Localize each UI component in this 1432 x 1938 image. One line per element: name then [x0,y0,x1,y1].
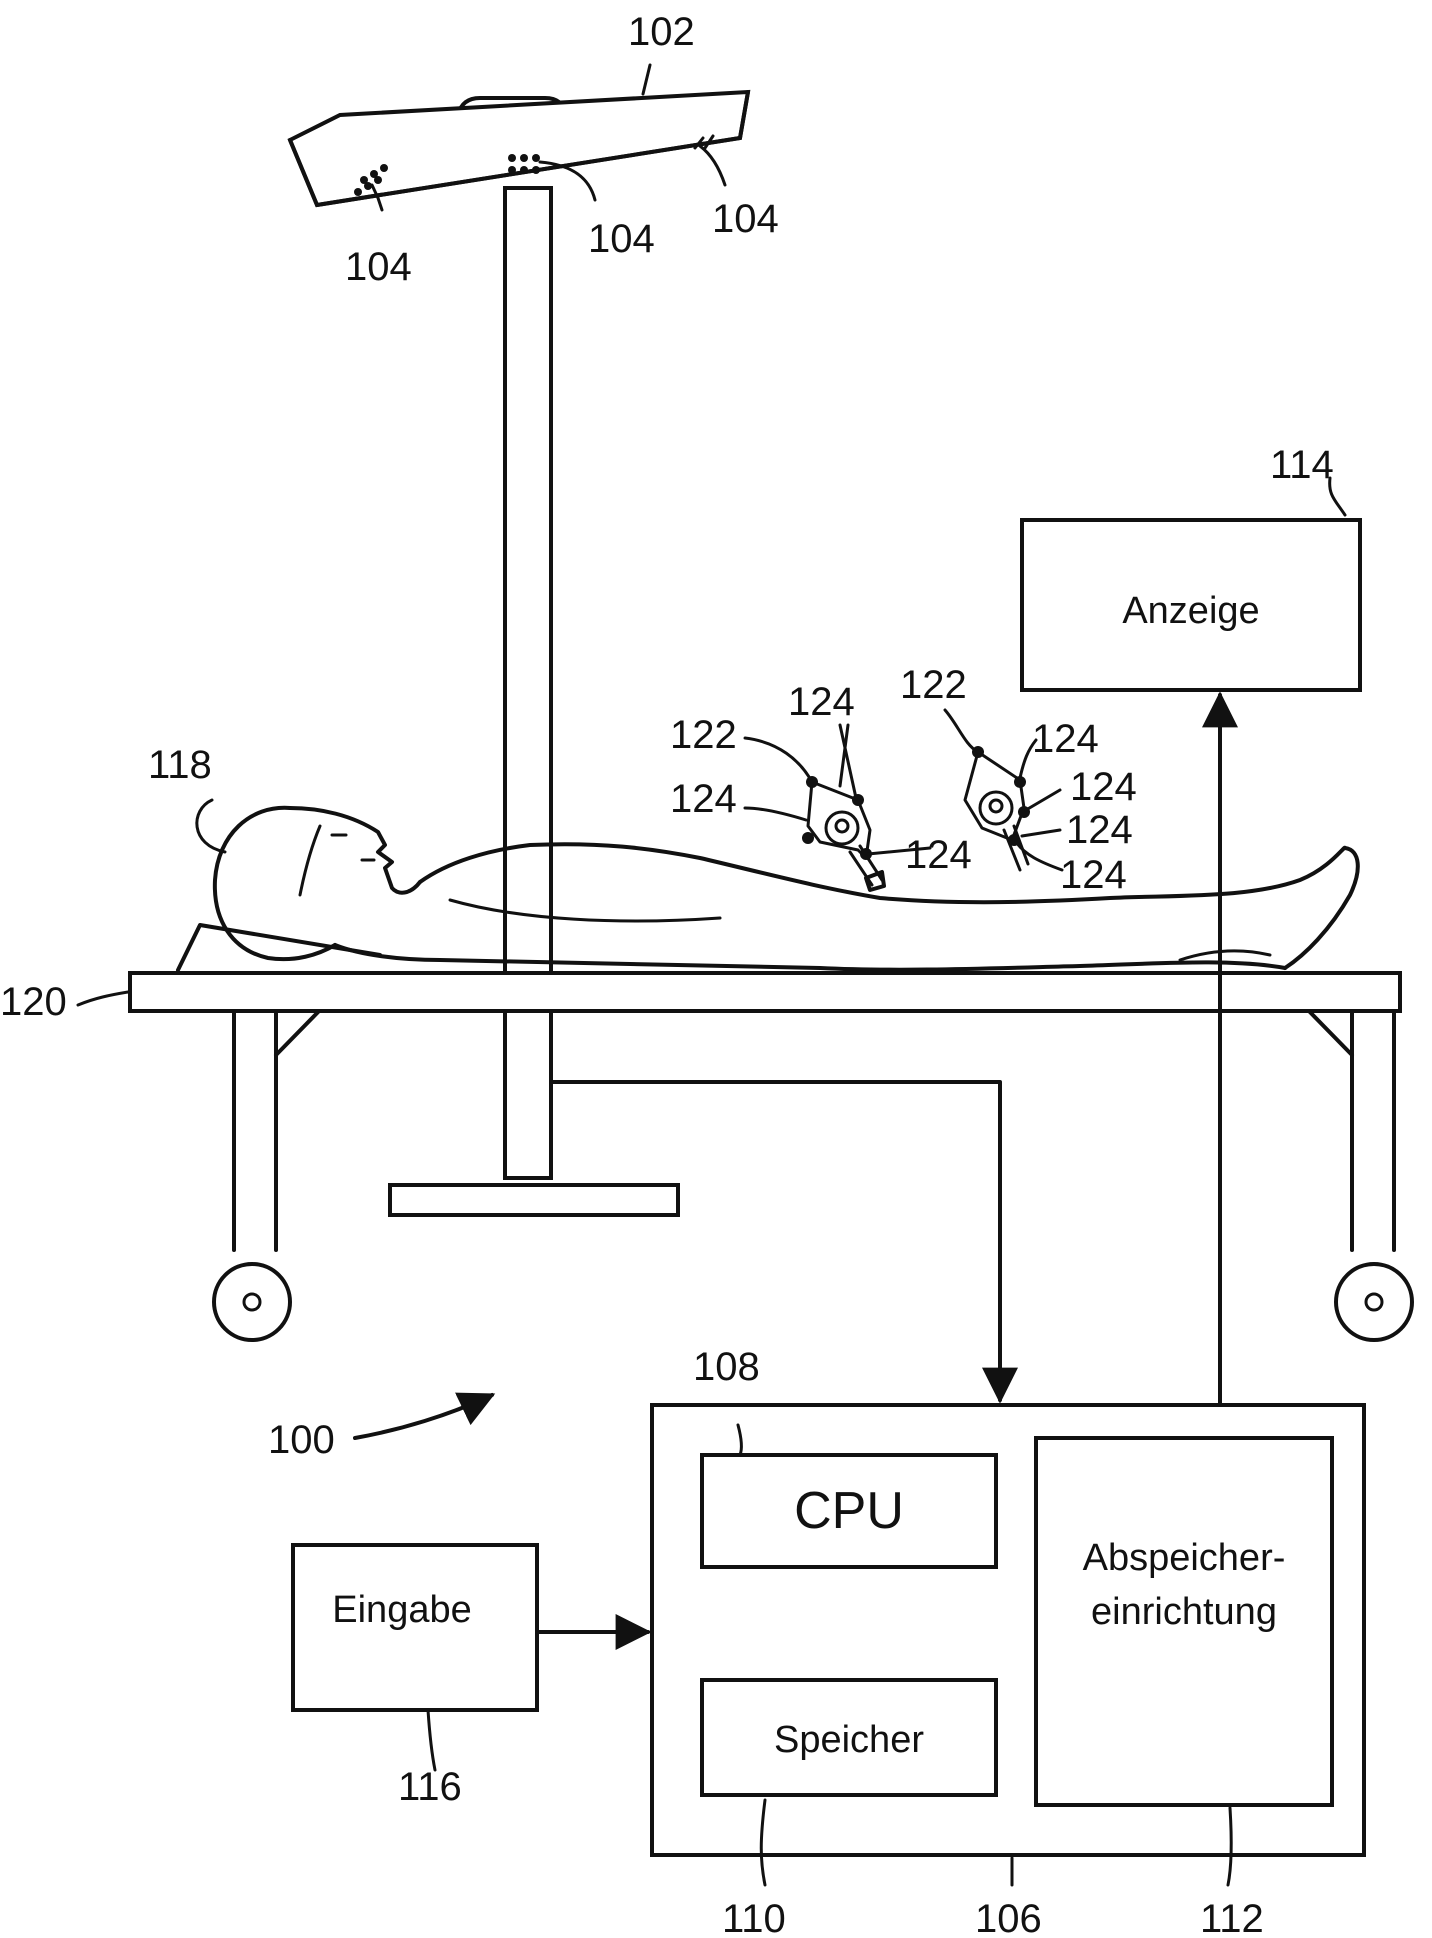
cpu-label: CPU [794,1482,904,1540]
input-block: Eingabe [293,1545,537,1710]
ref-cpu: 108 [693,1345,760,1389]
ref-patient: 118 [148,743,212,787]
ref-camera-right: 104 [712,197,779,241]
memory-label: Speicher [774,1719,924,1761]
ref-display: 114 [1270,443,1334,487]
ref-camera-left: 104 [345,245,412,289]
ref-camera-center: 104 [588,217,655,261]
ref-marker-2: 124 [670,777,737,821]
ref-memory: 110 [722,1897,786,1938]
tracked-tool-left [802,776,884,890]
ref-camera-bar: 102 [628,10,695,54]
display-block: Anzeige [1022,520,1360,690]
ref-storage: 112 [1200,1897,1264,1938]
patient [178,808,1358,970]
ref-marker-4: 124 [1032,717,1099,761]
ref-system: 100 [268,1418,335,1462]
input-label: Eingabe [332,1589,471,1631]
camera-stand-lower [505,1011,551,1178]
display-label: Anzeige [1122,590,1259,632]
ref-marker-5: 124 [1070,765,1137,809]
memory-block: Speicher [702,1680,996,1795]
ref-tool-left: 122 [670,713,737,757]
storage-label-line1: Abspeicher- [1083,1537,1286,1579]
ref-computer: 106 [975,1897,1042,1938]
ref-input: 116 [398,1765,462,1809]
ref-marker-3: 124 [905,833,972,877]
tracked-tool-right [965,746,1030,870]
cpu-block: CPU [702,1455,996,1567]
ref-tool-right: 122 [900,663,967,707]
ref-marker-1: 124 [788,680,855,724]
storage-block: Abspeicher- einrichtung [1036,1438,1332,1805]
ref-marker-6: 124 [1066,808,1133,852]
ref-marker-7: 124 [1060,853,1127,897]
storage-label-line2: einrichtung [1091,1591,1277,1633]
ref-table: 120 [0,980,67,1024]
